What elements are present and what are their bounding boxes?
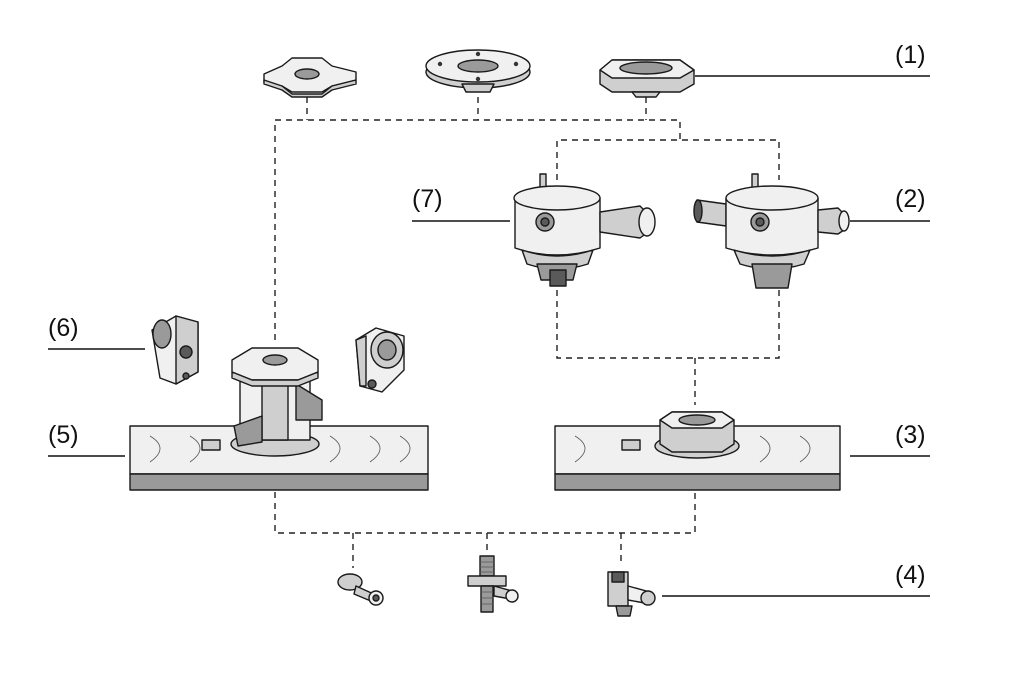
connector-bottom-bracket	[274, 492, 696, 534]
fitting-angle-connector	[607, 571, 656, 617]
actuator-housing-right	[693, 173, 850, 289]
clamp-bracket-left	[151, 315, 199, 385]
label-2: (2)	[895, 185, 926, 213]
label-1: (1)	[895, 41, 926, 69]
mounted-actuator-assembly	[230, 347, 323, 457]
octagonal-nut	[599, 59, 695, 98]
round-flange	[425, 49, 531, 93]
base-plate-right	[554, 411, 841, 491]
connector-upper-bracket	[556, 139, 780, 180]
star-handwheel	[263, 57, 357, 98]
label-3: (3)	[895, 421, 926, 449]
connector-lower-bracket	[556, 290, 780, 359]
label-5: (5)	[48, 421, 79, 449]
dashed-connectors	[274, 97, 780, 568]
fitting-small-lever	[337, 573, 384, 606]
label-7: (7)	[412, 185, 443, 213]
actuator-housing-left	[513, 173, 656, 287]
label-6: (6)	[48, 314, 79, 342]
label-4: (4)	[895, 561, 926, 589]
fitting-threaded-stem	[467, 555, 519, 613]
leader-lines	[48, 75, 930, 597]
clamp-bracket-right	[355, 327, 405, 393]
